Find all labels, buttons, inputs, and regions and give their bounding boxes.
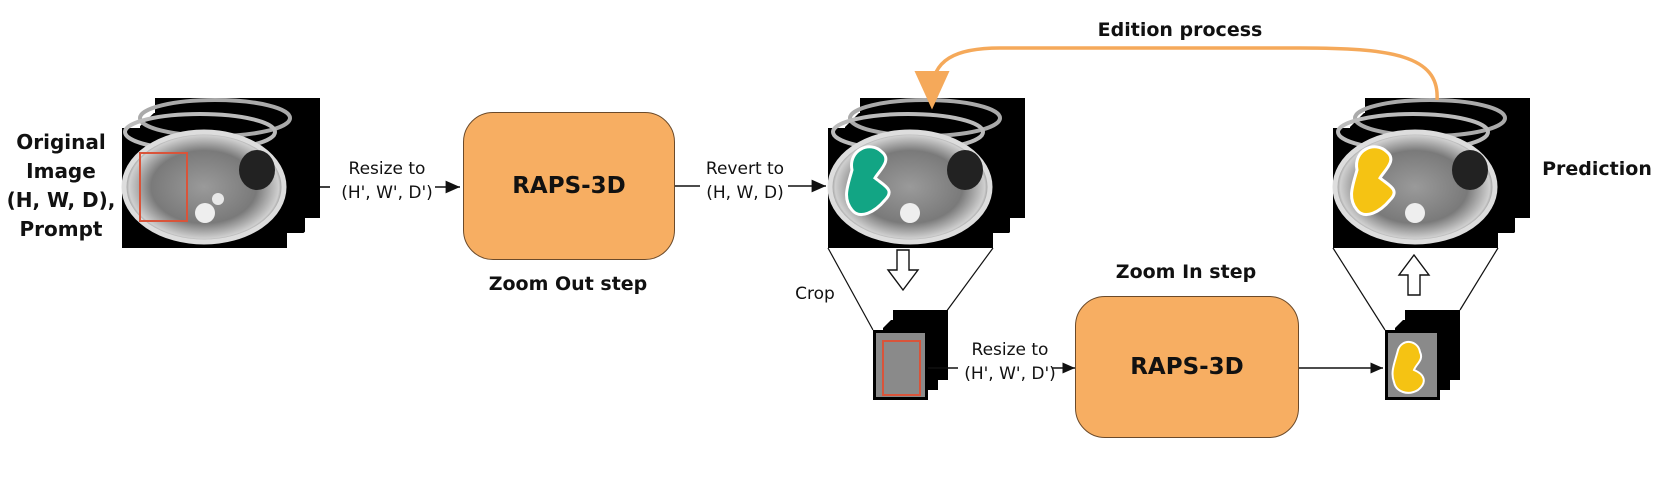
prediction-crop-stack bbox=[1385, 310, 1460, 400]
resize-2-line-2: (H', W', D') bbox=[964, 364, 1056, 384]
resize-label-2: Resize to (H', W', D') bbox=[955, 338, 1065, 386]
zoom-out-model-label: RAPS-3D bbox=[512, 173, 626, 199]
zoom-in-model-box: RAPS-3D bbox=[1075, 296, 1299, 438]
input-ct-stack bbox=[121, 98, 320, 248]
revert-line-2: (H, W, D) bbox=[706, 183, 784, 203]
crop-label: Crop bbox=[795, 284, 835, 304]
zoom-in-model-label: RAPS-3D bbox=[1130, 354, 1244, 380]
input-label-line-1: Original bbox=[16, 130, 106, 154]
input-label-line-2: Image bbox=[26, 159, 96, 183]
zoom-out-output-stack bbox=[827, 98, 1025, 248]
cropped-ct-stack bbox=[873, 310, 948, 400]
resize-label-1: Resize to (H', W', D') bbox=[332, 157, 442, 205]
zoom-out-model-box: RAPS-3D bbox=[463, 112, 675, 260]
input-image-label: Original Image (H, W, D), Prompt bbox=[6, 128, 116, 244]
resize-1-line-1: Resize to bbox=[348, 159, 426, 179]
resize-2-line-1: Resize to bbox=[971, 340, 1049, 360]
input-label-line-3: (H, W, D), bbox=[6, 188, 116, 212]
crop-arrow bbox=[886, 249, 920, 292]
edition-process-label: Edition process bbox=[1097, 19, 1263, 41]
revert-label: Revert to (H, W, D) bbox=[700, 157, 790, 205]
zoom-in-arrow bbox=[1397, 253, 1431, 296]
input-label-line-4: Prompt bbox=[19, 217, 103, 241]
zoom-in-caption: Zoom In step bbox=[1115, 261, 1257, 283]
prediction-label: Prediction bbox=[1542, 158, 1652, 180]
edition-loop-arrow bbox=[914, 46, 1439, 110]
zoom-out-caption: Zoom Out step bbox=[488, 273, 648, 295]
zoom-out-mask bbox=[845, 145, 891, 216]
revert-line-1: Revert to bbox=[705, 159, 785, 179]
prompt-box bbox=[139, 152, 188, 222]
resize-1-line-2: (H', W', D') bbox=[341, 183, 433, 203]
prediction-ct-stack bbox=[1332, 98, 1530, 248]
prediction-mask bbox=[1350, 145, 1396, 216]
